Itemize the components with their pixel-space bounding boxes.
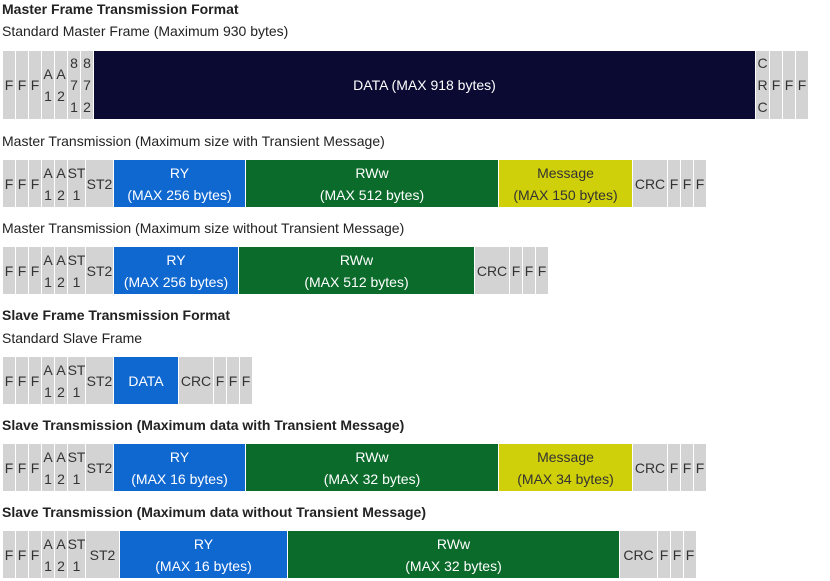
field-rww: RWw (MAX 512 bytes) — [246, 160, 498, 207]
field-f: F — [3, 531, 15, 578]
field-data-max-918-bytes: DATA (MAX 918 bytes) — [94, 51, 755, 119]
field-a: A 1 — [42, 444, 54, 491]
field-f: F — [658, 531, 670, 578]
field-f: F — [29, 357, 41, 404]
field-crc: CRC — [633, 444, 667, 491]
field-st2: ST2 — [86, 444, 113, 491]
field-crc: CRC — [179, 357, 213, 404]
field-st: ST 1 — [68, 531, 85, 578]
field-f: F — [668, 160, 680, 207]
field-crc: CRC — [475, 247, 509, 294]
field-f: F — [16, 51, 28, 119]
field-a: A 1 — [42, 357, 54, 404]
field-a: A 2 — [55, 247, 67, 294]
standard-master-label: Standard Master Frame (Maximum 930 bytes… — [2, 23, 289, 39]
field-crc: CRC — [620, 531, 657, 578]
field-st2: ST2 — [86, 531, 119, 578]
field-f: F — [29, 444, 41, 491]
field-message: Message (MAX 34 bytes) — [499, 444, 632, 491]
field-a: A 1 — [42, 531, 54, 578]
field-data: DATA — [114, 357, 178, 404]
field-message: Message (MAX 150 bytes) — [499, 160, 632, 207]
master-with-transient-label: Master Transmission (Maximum size with T… — [2, 133, 385, 149]
field-f: F — [681, 444, 693, 491]
field-a: A 1 — [42, 247, 54, 294]
field-a: A 1 — [42, 160, 54, 207]
field-f: F — [783, 51, 795, 119]
field-f: F — [523, 247, 535, 294]
field-f: F — [240, 357, 252, 404]
slave-format-heading: Slave Frame Transmission Format — [2, 307, 230, 323]
field-f: F — [536, 247, 548, 294]
field-a: A 2 — [55, 444, 67, 491]
field-f: F — [214, 357, 226, 404]
field-f: F — [3, 51, 15, 119]
field-f: F — [29, 51, 41, 119]
field-ry: RY (MAX 256 bytes) — [114, 247, 238, 294]
slave-with-transient-heading: Slave Transmission (Maximum data with Tr… — [2, 417, 405, 433]
field-f: F — [3, 160, 15, 207]
field-a: A 2 — [55, 51, 67, 119]
field-f: F — [16, 357, 28, 404]
field-f: F — [3, 247, 15, 294]
field-f: F — [694, 160, 706, 207]
field-a: A 2 — [55, 357, 67, 404]
field-f: F — [671, 531, 683, 578]
field-ry: RY (MAX 16 bytes) — [114, 444, 245, 491]
field-ry: RY (MAX 256 bytes) — [114, 160, 245, 207]
field-rww: RWw (MAX 32 bytes) — [288, 531, 619, 578]
master-without-transient-label: Master Transmission (Maximum size withou… — [2, 220, 405, 236]
field-st: ST 1 — [68, 247, 85, 294]
field-a: A 2 — [55, 531, 67, 578]
field-f: F — [16, 160, 28, 207]
field-st2: ST2 — [86, 247, 113, 294]
field-f: F — [16, 247, 28, 294]
master-format-heading: Master Frame Transmission Format — [2, 1, 239, 17]
field-f: F — [16, 531, 28, 578]
field-8: 8 7 1 — [68, 51, 80, 119]
field-crc: CRC — [633, 160, 667, 207]
field-st2: ST2 — [86, 160, 113, 207]
field-ry: RY (MAX 16 bytes) — [120, 531, 287, 578]
field-f: F — [3, 357, 15, 404]
slave-without-transient-heading: Slave Transmission (Maximum data without… — [2, 504, 427, 520]
field-f: F — [3, 444, 15, 491]
field-f: F — [29, 160, 41, 207]
field-a: A 1 — [42, 51, 54, 119]
field-f: F — [668, 444, 680, 491]
field-rww: RWw (MAX 32 bytes) — [246, 444, 498, 491]
field-f: F — [694, 444, 706, 491]
field-a: A 2 — [55, 160, 67, 207]
field-f: F — [16, 444, 28, 491]
field-8: 8 7 2 — [81, 51, 93, 119]
field-st2: ST2 — [86, 357, 113, 404]
field-f: F — [510, 247, 522, 294]
field-f: F — [29, 531, 41, 578]
standard-slave-label: Standard Slave Frame — [2, 330, 143, 346]
field-st: ST 1 — [68, 444, 85, 491]
field-c: C R C — [756, 51, 769, 119]
field-f: F — [29, 247, 41, 294]
field-st: ST 1 — [68, 160, 85, 207]
field-f: F — [684, 531, 696, 578]
field-rww: RWw (MAX 512 bytes) — [239, 247, 474, 294]
field-f: F — [227, 357, 239, 404]
field-f: F — [681, 160, 693, 207]
field-f: F — [796, 51, 808, 119]
field-st: ST 1 — [68, 357, 85, 404]
field-f: F — [770, 51, 782, 119]
